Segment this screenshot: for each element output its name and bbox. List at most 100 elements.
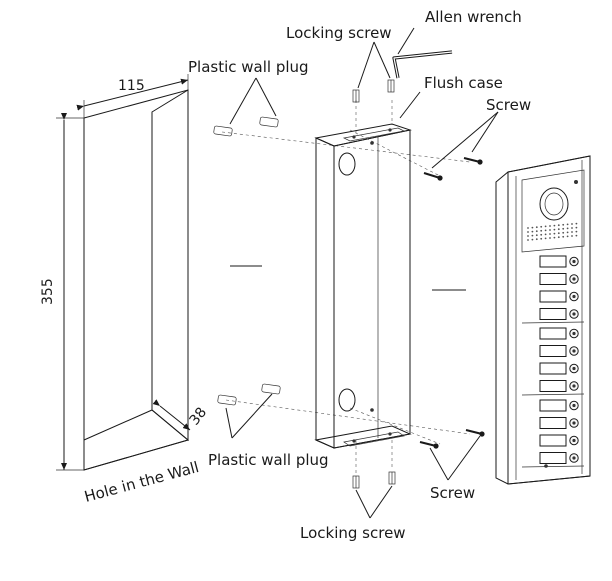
call-button-center [572, 312, 576, 316]
plastic-wall-plug-top-label: Plastic wall plug [188, 58, 309, 76]
grille-hole [566, 235, 569, 238]
grille-hole [562, 231, 565, 234]
speaker-grille [527, 222, 578, 241]
panel-screw [544, 464, 548, 468]
grille-hole [527, 235, 529, 237]
call-button-center [572, 384, 576, 388]
screw-icon [419, 157, 485, 449]
door-panel [495, 155, 591, 485]
wall-hole [83, 89, 190, 471]
allen-wrench-label: Allen wrench [425, 8, 522, 26]
grille-hole [549, 237, 551, 239]
dimension-width: 115 [76, 74, 189, 118]
call-buttons [521, 255, 585, 468]
knockout-bottom [338, 388, 356, 412]
grille-hole [557, 228, 560, 231]
name-tag [539, 255, 567, 268]
grille-hole [549, 233, 551, 235]
grille-hole [557, 236, 560, 239]
locking-screws [352, 79, 396, 489]
wall-plug-icon [213, 116, 281, 406]
grille-hole [544, 237, 547, 240]
grille-hole [540, 237, 543, 240]
call-button-center [572, 438, 576, 443]
grille-hole [531, 238, 534, 241]
name-tag [539, 417, 567, 429]
screw-top-label: Screw [486, 96, 531, 114]
locking-screw-icon [352, 79, 396, 489]
name-tag [539, 308, 567, 320]
grille-hole [527, 227, 529, 229]
name-tag [539, 327, 567, 340]
grille-hole [562, 223, 565, 226]
grille-hole [540, 225, 543, 228]
name-tag [539, 290, 567, 303]
call-button-center [572, 294, 576, 299]
call-button-center [572, 277, 576, 281]
call-button-center [572, 259, 576, 264]
knockout-top [338, 152, 356, 176]
grille-hole [544, 225, 547, 228]
grille-hole [531, 226, 534, 229]
dimension-width-label: 115 [118, 78, 145, 94]
grille-hole [553, 236, 556, 239]
grille-hole [540, 229, 543, 232]
plastic-wall-plug-bottom-label: Plastic wall plug [208, 451, 329, 469]
grille-hole [571, 227, 573, 229]
module-separator [521, 465, 585, 468]
grille-hole [544, 229, 547, 232]
grille-hole [544, 233, 547, 236]
grille-hole [531, 230, 534, 233]
call-button-center [572, 366, 576, 371]
grille-hole [575, 226, 578, 229]
grille-hole [571, 235, 573, 237]
call-button-center [572, 403, 576, 408]
grille-hole [535, 238, 538, 241]
grille-hole [531, 234, 534, 237]
grille-hole [566, 227, 569, 230]
flush-case [314, 123, 412, 449]
dimension-depth: 38 [152, 399, 211, 431]
dimension-depth-label: 38 [187, 405, 211, 429]
grille-hole [535, 230, 538, 233]
grille-hole [562, 235, 565, 238]
grille-hole [549, 225, 551, 227]
name-tag [539, 345, 567, 357]
grille-hole [557, 224, 560, 227]
grille-hole [527, 239, 529, 241]
grille-hole [566, 223, 569, 226]
grille-hole [553, 228, 556, 231]
camera-module [521, 169, 585, 253]
call-button-center [572, 349, 576, 353]
module-separator [521, 321, 585, 324]
grille-hole [575, 222, 578, 225]
flush-case-label: Flush case [424, 74, 503, 92]
locking-screw-bottom-label: Locking screw [300, 524, 406, 542]
screws [419, 157, 485, 449]
dimension-height: 355 [40, 113, 84, 471]
module-separator [521, 393, 585, 396]
grille-hole [540, 233, 543, 236]
name-tag [539, 399, 567, 412]
grille-hole [527, 231, 529, 233]
dimension-height-label: 355 [40, 278, 56, 305]
grille-hole [562, 227, 565, 230]
alignment-lines [221, 100, 471, 475]
name-tag [539, 452, 567, 464]
grille-hole [571, 231, 573, 233]
call-button-center [572, 456, 576, 460]
name-tag [539, 362, 567, 375]
grille-hole [553, 224, 556, 227]
locking-screw-top-label: Locking screw [286, 24, 392, 42]
grille-hole [575, 234, 578, 237]
grille-hole [535, 234, 538, 237]
grille-hole [575, 230, 578, 233]
camera-icon [539, 180, 578, 221]
allen-wrench-icon [392, 50, 453, 79]
call-button-center [572, 331, 576, 336]
grille-hole [553, 232, 556, 235]
grille-hole [566, 231, 569, 234]
grille-hole [549, 229, 551, 231]
